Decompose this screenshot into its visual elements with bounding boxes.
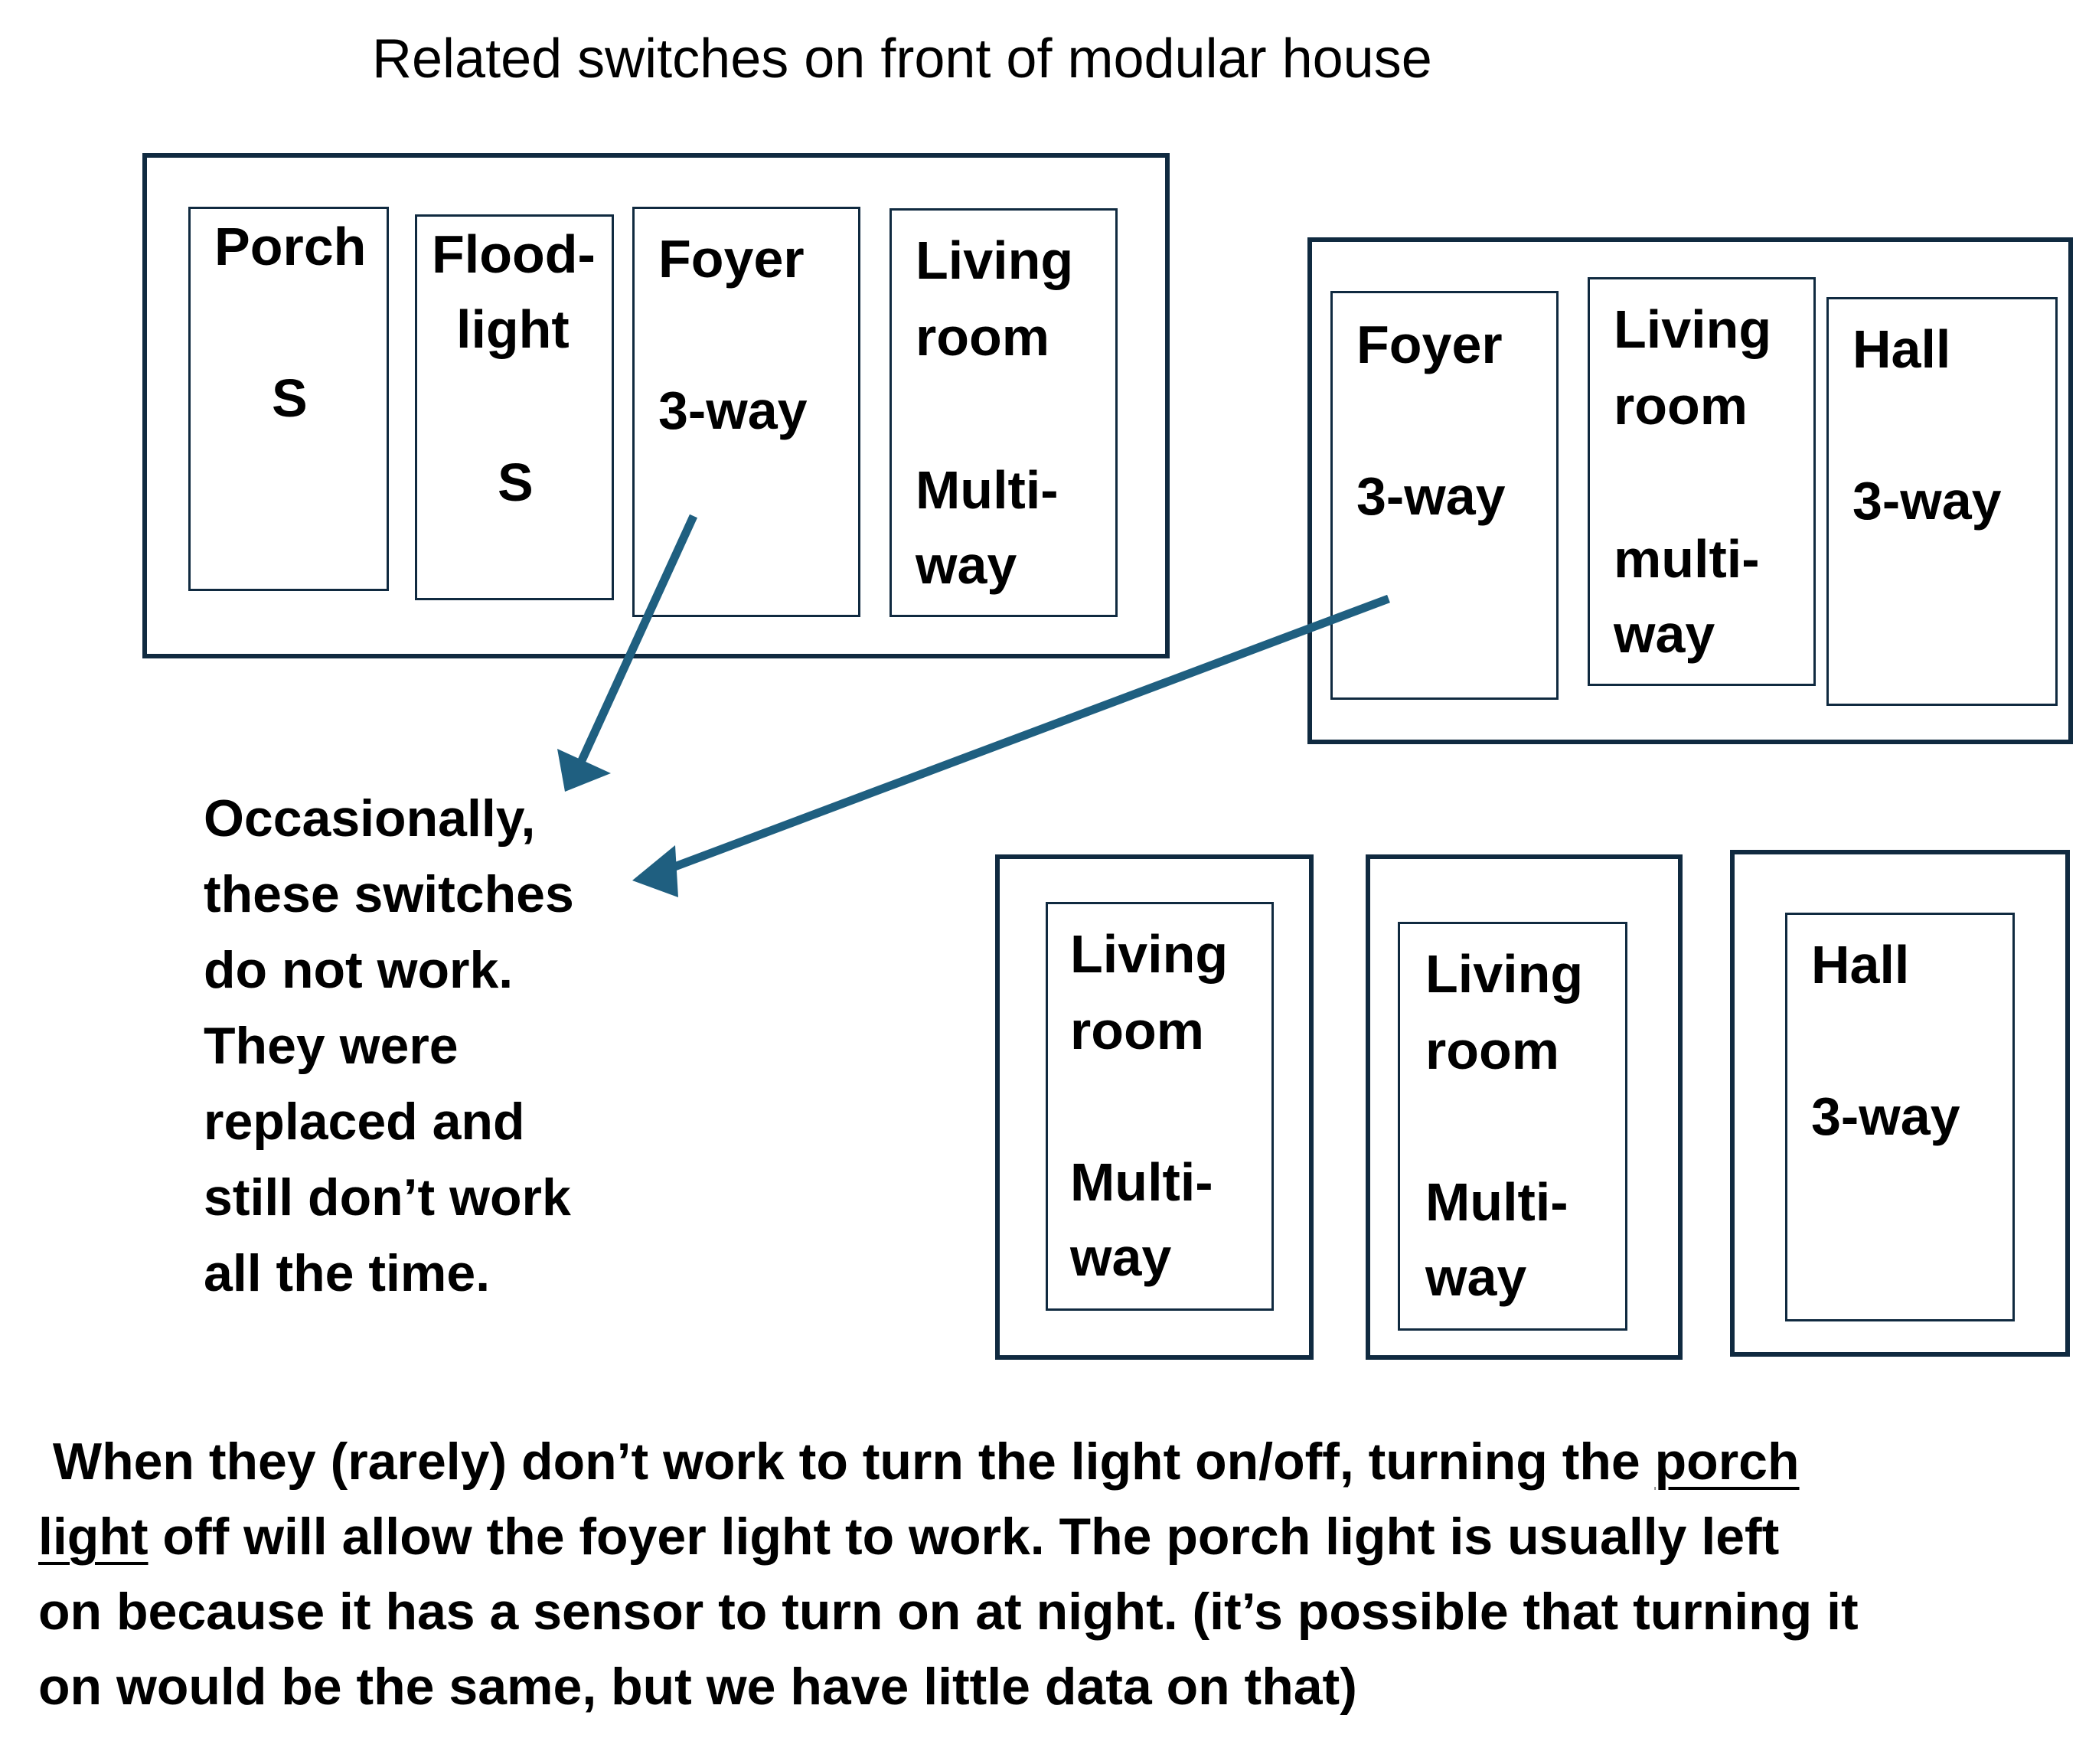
- living-room-switch-3-type-2: way: [1070, 1227, 1172, 1287]
- note-line: They were: [204, 1017, 459, 1075]
- paragraph-line-2: light off will allow the foyer light to …: [38, 1499, 1859, 1574]
- living-room-switch-1-type-1: Multi-: [916, 460, 1059, 520]
- hall-switch-1-type: 3-way: [1852, 471, 2002, 531]
- porch-underlined: porch: [1654, 1432, 1800, 1491]
- switch-plate-2: [1307, 237, 2073, 744]
- foyer-switch-2: [1330, 291, 1559, 700]
- living-room-switch-2: [1588, 277, 1816, 686]
- arrowhead-2: [632, 845, 678, 897]
- porch-switch-name: Porch: [214, 217, 367, 276]
- living-room-switch-4: [1398, 922, 1627, 1331]
- porch-switch: [188, 207, 389, 591]
- living-room-switch-1-type-2: way: [916, 535, 1017, 595]
- living-room-switch-2-name-2: room: [1614, 376, 1748, 436]
- paragraph-line-3: on because it has a sensor to turn on at…: [38, 1583, 1859, 1641]
- note-line: still don’t work: [204, 1168, 571, 1227]
- living-room-switch-3-name-1: Living: [1070, 924, 1229, 984]
- living-room-switch-4-type-2: way: [1425, 1247, 1527, 1307]
- floodlight-switch: [415, 214, 614, 600]
- living-room-switch-4-type-1: Multi-: [1425, 1172, 1568, 1232]
- hall-switch-2-type: 3-way: [1811, 1086, 1960, 1146]
- foyer-switch-2-name: Foyer: [1356, 315, 1503, 374]
- arrowhead-1: [557, 749, 611, 792]
- note-line: these switches: [204, 865, 574, 923]
- living-room-switch-2-type-1: multi-: [1614, 529, 1760, 589]
- living-room-switch-1: [889, 208, 1118, 617]
- floodlight-switch-name-2: light: [456, 299, 570, 359]
- switch-plate-3: [995, 854, 1314, 1360]
- switch-plate-1: [142, 153, 1170, 658]
- switch-plate-5: [1730, 850, 2070, 1357]
- arrow-from-foyer-switch-2: [657, 594, 1390, 877]
- living-room-switch-3: [1046, 902, 1274, 1311]
- problem-note: Occasionally, these switches do not work…: [204, 781, 574, 1312]
- diagram-title: Related switches on front of modular hou…: [372, 28, 1432, 90]
- hall-switch-2-name: Hall: [1811, 935, 1910, 995]
- hall-switch-2: [1785, 913, 2015, 1321]
- hall-switch-1-name: Hall: [1852, 319, 1951, 379]
- foyer-switch-1-type: 3-way: [658, 381, 808, 440]
- living-room-switch-1-name-1: Living: [916, 230, 1074, 290]
- arrow-from-foyer-switch-1: [574, 514, 698, 769]
- living-room-switch-2-type-2: way: [1614, 604, 1715, 664]
- living-room-switch-2-name-1: Living: [1614, 299, 1772, 359]
- floodlight-switch-name-1: Flood-: [432, 224, 596, 284]
- note-line: do not work.: [204, 941, 514, 999]
- paragraph-line-4: on would be the same, but we have little…: [38, 1658, 1357, 1716]
- hall-switch-1: [1826, 297, 2058, 706]
- living-room-switch-4-name-2: room: [1425, 1021, 1559, 1080]
- living-room-switch-1-name-2: room: [916, 307, 1049, 367]
- foyer-switch-1-name: Foyer: [658, 229, 805, 289]
- living-room-switch-4-name-1: Living: [1425, 944, 1584, 1004]
- light-underlined: light: [38, 1508, 149, 1566]
- foyer-switch-2-type: 3-way: [1356, 466, 1506, 526]
- note-line: Occasionally,: [204, 789, 536, 848]
- explanation-paragraph: When they (rarely) don’t work to turn th…: [38, 1424, 1859, 1724]
- note-line: all the time.: [204, 1244, 491, 1302]
- living-room-switch-3-type-1: Multi-: [1070, 1152, 1213, 1212]
- porch-switch-type: S: [272, 368, 308, 428]
- switch-plate-4: [1366, 854, 1683, 1360]
- note-line: replaced and: [204, 1093, 525, 1151]
- foyer-switch-1: [632, 207, 860, 617]
- paragraph-text: When they (rarely) don’t work to turn th…: [38, 1432, 1655, 1491]
- floodlight-switch-type: S: [498, 452, 534, 512]
- paragraph-text: off will allow the foyer light to work. …: [148, 1508, 1780, 1566]
- living-room-switch-3-name-2: room: [1070, 1001, 1204, 1060]
- paragraph-line-1: When they (rarely) don’t work to turn th…: [38, 1424, 1859, 1499]
